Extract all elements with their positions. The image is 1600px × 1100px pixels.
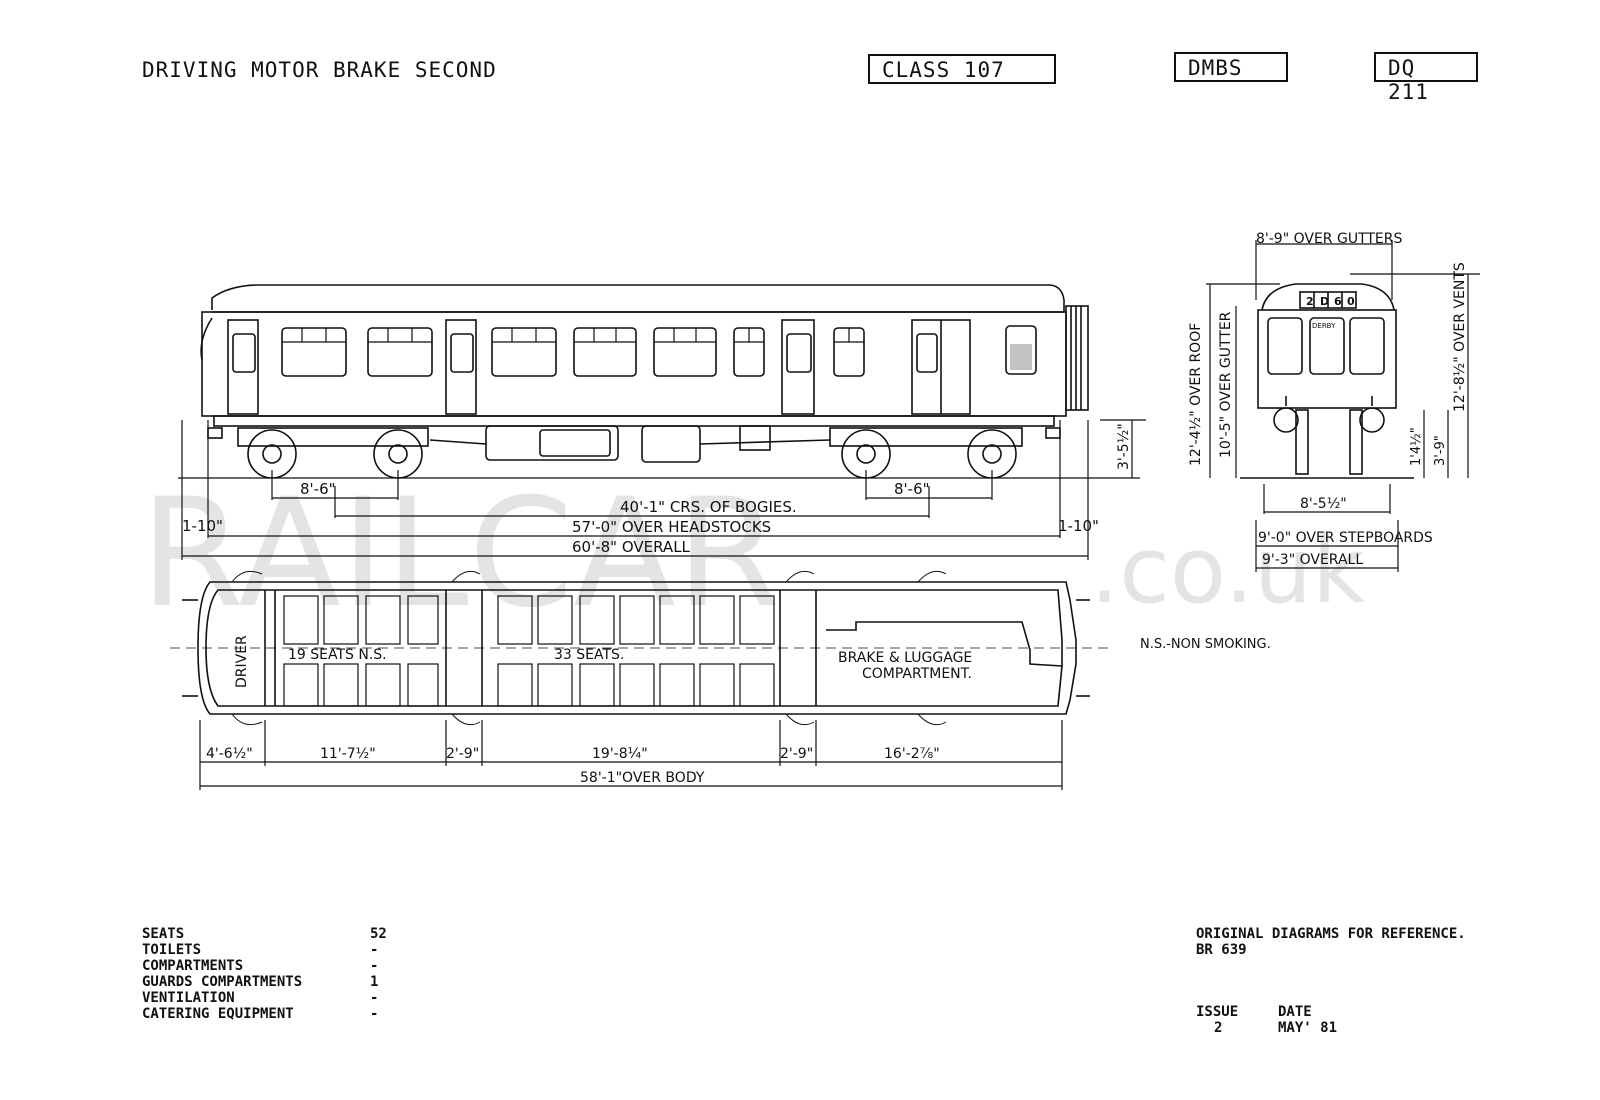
bogie-left-label: 8'-6" — [300, 480, 336, 498]
headstocks-label: 57'-0" OVER HEADSTOCKS — [572, 518, 771, 536]
plan-dim-2: 11'-7½" — [320, 746, 376, 762]
headcode-4: 0 — [1347, 295, 1355, 308]
issue-label: ISSUE — [1196, 1004, 1239, 1020]
seats-19-label: 19 SEATS N.S. — [288, 647, 387, 663]
buffer-height-label: 3'-5½" — [1116, 423, 1132, 470]
side-elevation — [200, 284, 1089, 479]
reference-line-2: BR 639 — [1196, 942, 1247, 958]
end-overall-label: 9'-3" OVERALL — [1262, 552, 1363, 568]
plan-dim-3: 2'-9" — [446, 746, 479, 762]
reference-block: ORIGINAL DIAGRAMS FOR REFERENCE. BR 639 — [1196, 926, 1466, 958]
watermark-suffix: .co.uk — [1090, 517, 1366, 624]
plan-dimension-lines — [199, 720, 1063, 790]
bogie-centres-label: 40'-1" CRS. OF BOGIES. — [620, 498, 797, 516]
drawing-title: DRIVING MOTOR BRAKE SECOND — [142, 58, 497, 82]
bogie-width-label: 8'-5½" — [1300, 496, 1347, 512]
over-roof-label: 12'-4½" OVER ROOF — [1188, 323, 1204, 466]
plan-dim-4: 19'-8¼" — [592, 746, 648, 762]
class-box: CLASS 107 — [868, 54, 1056, 84]
plan-dim-5: 2'-9" — [780, 746, 813, 762]
headcode-2: D — [1320, 295, 1329, 308]
seats-33-label: 33 SEATS. — [554, 647, 624, 663]
floor-plan — [170, 581, 1110, 715]
over-gutter-label: 10'-5" OVER GUTTER — [1218, 311, 1234, 458]
spec-row: VENTILATION- — [142, 990, 379, 1006]
brake-compartment-label-2: COMPARTMENT. — [862, 666, 972, 682]
left-overhang-label: 1-10" — [182, 517, 223, 535]
seat-blocks — [283, 595, 775, 707]
over-vents-label: 12'-8½" OVER VENTS — [1452, 262, 1468, 412]
door-swings — [231, 570, 947, 726]
bogie-right-label: 8'-6" — [894, 480, 930, 498]
issue-block: ISSUE DATE 2 MAY' 81 — [1196, 1004, 1337, 1036]
small-dim-b: 3'-9" — [1433, 435, 1448, 466]
side-dimension-lines — [181, 419, 1146, 560]
watermark-main: RAILCAR — [140, 467, 780, 641]
headcode-3: 6 — [1334, 295, 1342, 308]
plan-dim-6: 16'-2⅞" — [884, 746, 940, 762]
overall-length-label: 60'-8" OVERALL — [572, 538, 691, 556]
reference-line-1: ORIGINAL DIAGRAMS FOR REFERENCE. — [1196, 926, 1466, 942]
over-body-label: 58'-1"OVER BODY — [580, 770, 705, 786]
end-elevation — [1240, 283, 1414, 479]
end-dimension-lines — [1206, 240, 1480, 572]
driver-label: DRIVER — [234, 635, 250, 688]
stepboards-label: 9'-0" OVER STEPBOARDS — [1258, 530, 1433, 546]
spec-row: COMPARTMENTS- — [142, 958, 379, 974]
brake-compartment-label-1: BRAKE & LUGGAGE — [838, 650, 972, 666]
headcode-1: 2 — [1306, 295, 1314, 308]
gutters-label: 8'-9" OVER GUTTERS — [1256, 231, 1403, 247]
plan-dim-1: 4'-6½" — [206, 746, 253, 762]
date-label: DATE — [1278, 1004, 1312, 1020]
right-overhang-label: 1-10" — [1058, 517, 1099, 535]
issue-value: 2 — [1214, 1020, 1223, 1036]
spec-row: CATERING EQUIPMENT- — [142, 1006, 379, 1022]
small-dim-a: 1'4½" — [1409, 427, 1424, 466]
type-box: DMBS — [1174, 52, 1288, 82]
diagram-box: DQ 211 — [1374, 52, 1478, 104]
spec-row: TOILETS- — [142, 942, 379, 958]
date-value: MAY' 81 — [1278, 1020, 1338, 1036]
non-smoking-legend: N.S.-NON SMOKING. — [1140, 637, 1271, 652]
destination-blind: DERBY — [1312, 322, 1336, 330]
